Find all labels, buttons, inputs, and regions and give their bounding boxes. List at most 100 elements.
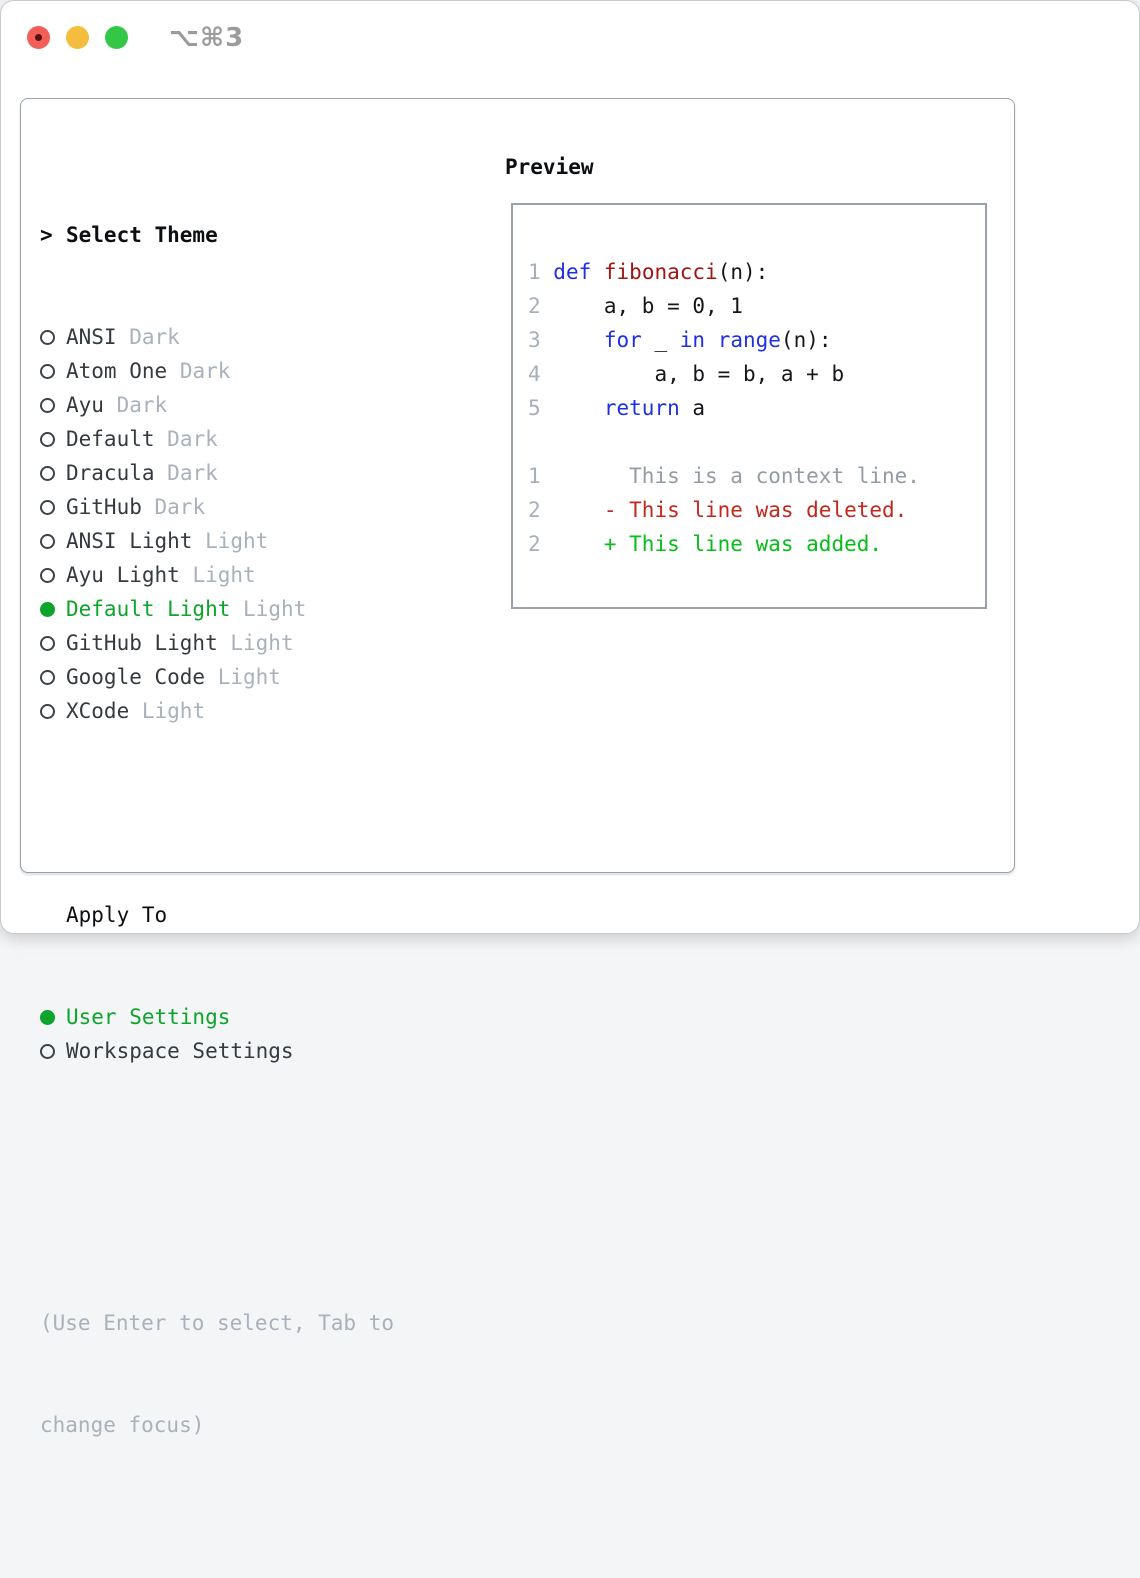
theme-option[interactable]: Default Light Light: [40, 592, 490, 626]
radio-icon: [40, 364, 55, 379]
close-button[interactable]: [27, 26, 50, 49]
theme-option[interactable]: ANSI Light Light: [40, 524, 490, 558]
code-segment: This is a context line.: [553, 464, 920, 488]
selection-prompt-icon: >: [40, 223, 53, 247]
apply-option[interactable]: User Settings: [40, 1000, 490, 1034]
theme-option[interactable]: ANSI Dark: [40, 320, 490, 354]
theme-variant: Light: [217, 665, 281, 689]
theme-variant: Dark: [179, 359, 231, 383]
theme-name: Atom One: [66, 359, 168, 383]
code-line: 3 for _ in range(n):: [528, 323, 985, 357]
code-segment: [705, 328, 718, 352]
code-segment: + This line was added.: [553, 532, 883, 556]
select-theme-heading: > Select Theme: [40, 218, 490, 252]
apply-option-label: User Settings: [66, 1005, 231, 1029]
apply-option[interactable]: Workspace Settings: [40, 1034, 490, 1068]
theme-variant: Light: [230, 631, 294, 655]
theme-option[interactable]: GitHub Light Light: [40, 626, 490, 660]
radio-icon: [40, 398, 55, 413]
code-segment: a: [679, 396, 706, 420]
theme-option[interactable]: GitHub Dark: [40, 490, 490, 524]
close-dot-icon: [35, 34, 42, 41]
code-segment: def: [553, 260, 592, 284]
theme-name: Ayu: [66, 393, 104, 417]
theme-name: Google Code: [66, 665, 206, 689]
code-segment: a, b = b, a + b: [553, 362, 845, 386]
line-number: 5: [528, 396, 554, 420]
code-line: 1 def fibonacci(n):: [528, 255, 985, 289]
code-line: 4 a, b = b, a + b: [528, 357, 985, 391]
theme-option[interactable]: Google Code Light: [40, 660, 490, 694]
theme-option[interactable]: Ayu Dark: [40, 388, 490, 422]
theme-option[interactable]: Atom One Dark: [40, 354, 490, 388]
radio-icon: [40, 534, 55, 549]
radio-icon: [40, 1044, 55, 1059]
code-segment: _: [641, 328, 680, 352]
line-number: 4: [528, 362, 554, 386]
radio-icon: [40, 670, 55, 685]
code-segment: (n):: [780, 328, 832, 352]
theme-variant: Light: [192, 563, 256, 587]
theme-variant: Dark: [129, 325, 180, 349]
code-segment: for: [603, 328, 642, 352]
code-line: 2 + This line was added.: [528, 527, 985, 561]
line-number: [528, 430, 541, 454]
theme-option[interactable]: Default Dark: [40, 422, 490, 456]
code-segment: [553, 328, 604, 352]
window-title: ⌥⌘3: [169, 23, 245, 53]
titlebar: ⌥⌘3: [27, 23, 243, 53]
theme-name: GitHub: [66, 495, 142, 519]
radio-icon: [40, 466, 55, 481]
code-line: 2 a, b = 0, 1: [528, 289, 985, 323]
radio-icon: [40, 568, 55, 583]
theme-name: Dracula: [66, 461, 155, 485]
code-segment: [591, 260, 604, 284]
minimize-button[interactable]: [66, 26, 89, 49]
theme-name: Default: [66, 427, 155, 451]
theme-name: GitHub Light: [66, 631, 218, 655]
radio-icon: [40, 330, 55, 345]
code-segment: - This line was deleted.: [553, 498, 908, 522]
radio-icon: [40, 500, 55, 515]
radio-icon: [40, 432, 55, 447]
theme-variant: Dark: [116, 393, 168, 417]
theme-variant: Light: [141, 699, 206, 723]
code-line: [528, 425, 985, 459]
hint-text: (Use Enter to select, Tab to change focu…: [40, 1238, 490, 1510]
code-segment: (n):: [717, 260, 769, 284]
code-segment: [553, 396, 604, 420]
theme-variant: Light: [243, 597, 307, 621]
spacer: [40, 796, 490, 830]
apply-to-heading: Apply To: [40, 898, 490, 932]
theme-option[interactable]: XCode Light: [40, 694, 490, 728]
apply-to-label: Apply To: [66, 903, 168, 927]
theme-variant: Dark: [167, 427, 218, 451]
select-theme-label: Select Theme: [66, 223, 218, 247]
line-number: 2: [528, 294, 554, 318]
apply-option-label: Workspace Settings: [66, 1039, 294, 1063]
spacer: [40, 1136, 490, 1170]
radio-icon: [40, 704, 55, 719]
theme-option[interactable]: Ayu Light Light: [40, 558, 490, 592]
theme-option[interactable]: Dracula Dark: [40, 456, 490, 490]
line-number: 3: [528, 328, 554, 352]
code-line: 1 This is a context line.: [528, 459, 985, 493]
theme-name: ANSI Light: [66, 529, 193, 553]
line-number: 1: [528, 260, 554, 284]
code-segment: range: [717, 328, 781, 352]
theme-variant: Dark: [154, 495, 206, 519]
hint-line: change focus): [40, 1413, 205, 1437]
theme-name: Ayu Light: [66, 563, 180, 587]
code-segment: in: [679, 328, 706, 352]
preview-heading: Preview: [505, 155, 594, 179]
theme-name: ANSI: [66, 325, 117, 349]
code-segment: a, b = 0, 1: [553, 294, 743, 318]
line-number: 2: [528, 498, 554, 522]
zoom-button[interactable]: [105, 26, 128, 49]
